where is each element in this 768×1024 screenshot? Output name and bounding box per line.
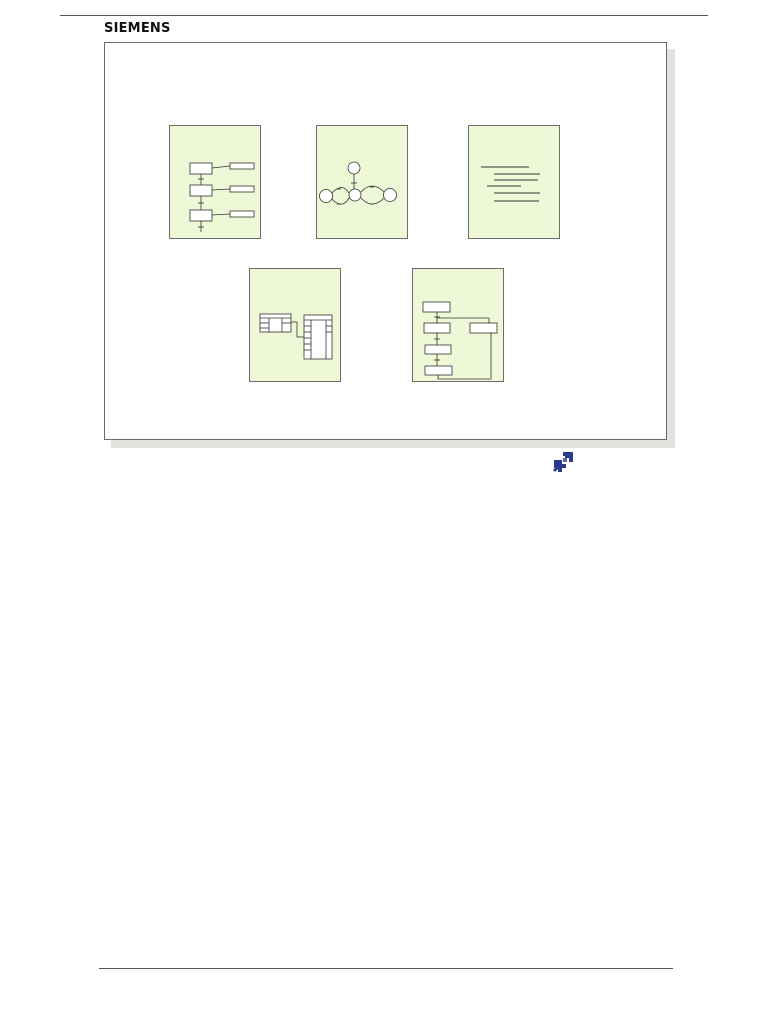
card-state-graph	[316, 125, 408, 239]
flowchart-icon	[422, 301, 498, 380]
card-function-blocks	[249, 268, 341, 382]
puzzle-logo-icon	[553, 452, 573, 472]
figure-frame	[104, 42, 667, 440]
bottom-rule	[99, 968, 673, 969]
step-sequence-icon	[189, 162, 255, 232]
card-sequence-diagram	[169, 125, 261, 239]
text-lines-icon	[481, 166, 540, 202]
state-graph-icon	[319, 161, 397, 205]
function-block-icon	[259, 313, 333, 360]
card-text-listing	[468, 125, 560, 239]
top-rule	[60, 15, 708, 16]
brand-logo-text: SIEMENS	[104, 21, 171, 36]
card-flowchart-loop	[412, 268, 504, 382]
